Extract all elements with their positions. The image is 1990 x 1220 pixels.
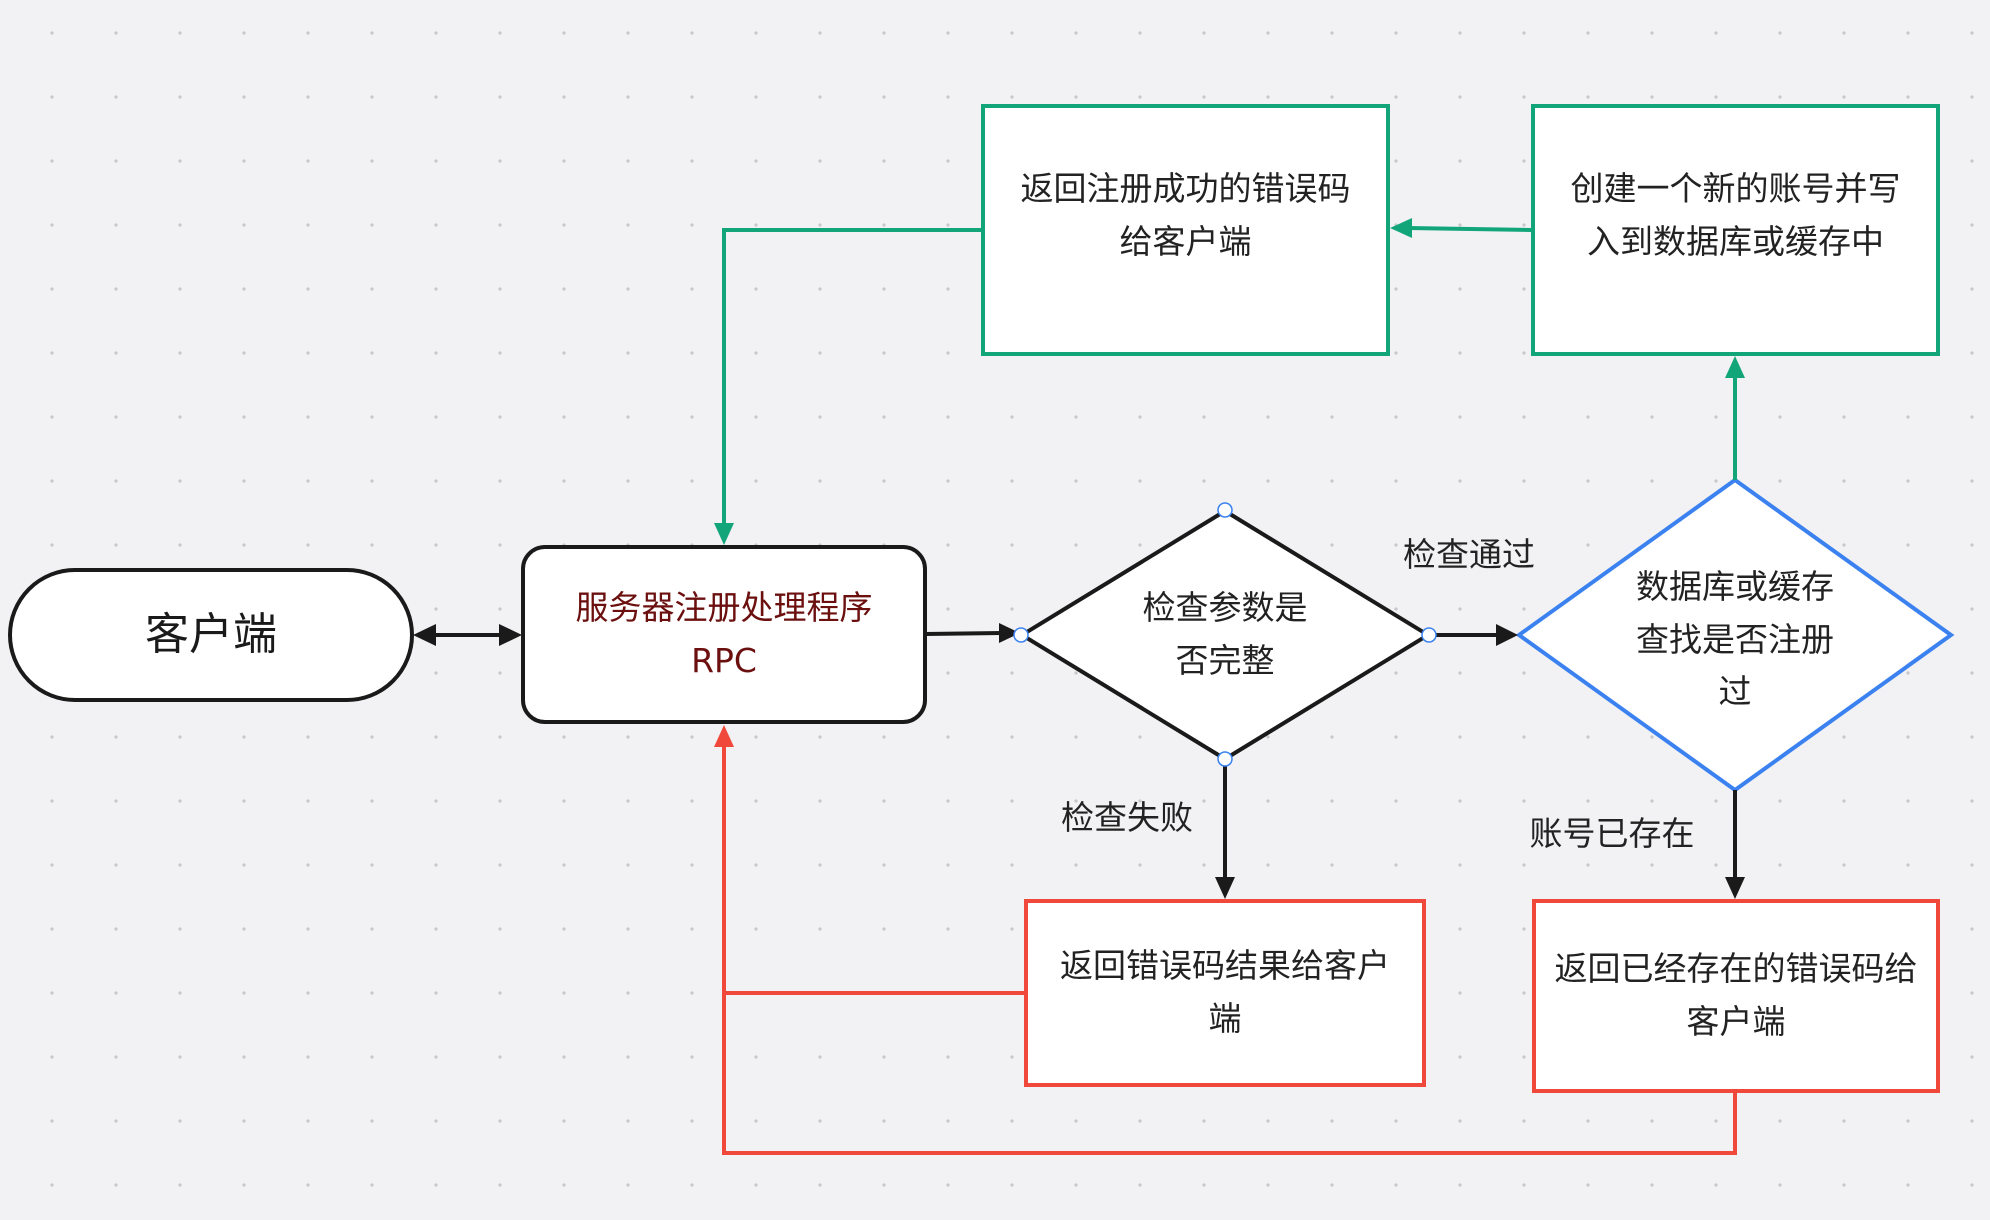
- db-lookup-line3: 过: [1718, 672, 1752, 712]
- db-lookup-label: 数据库或缓存 查找是否注册 过: [1585, 540, 1885, 740]
- client-node[interactable]: [8, 568, 414, 702]
- create-account-line2: 入到数据库或缓存中: [1587, 222, 1884, 261]
- check-params-line2: 否完整: [1175, 641, 1275, 680]
- return-success-line2: 给客户端: [1119, 222, 1252, 261]
- arrowhead: [1215, 877, 1235, 899]
- edge-label-check-passed: 检查通过: [1403, 535, 1535, 574]
- server-node[interactable]: [521, 545, 927, 724]
- server-label-line1: 服务器注册处理程序: [575, 587, 873, 627]
- db-lookup-line1: 数据库或缓存: [1636, 566, 1834, 606]
- arrowhead: [714, 523, 734, 545]
- arrowhead: [1496, 624, 1518, 646]
- arrowhead: [1725, 877, 1745, 899]
- return-error-line1: 返回错误码结果给客户: [1060, 946, 1390, 986]
- edge-success-to-server[interactable]: [722, 228, 982, 527]
- server-label-line2: RPC: [691, 640, 757, 680]
- arrowhead: [1725, 356, 1745, 378]
- edge-exists-to-server[interactable]: [722, 744, 1737, 1155]
- create-account-label: 创建一个新的账号并写 入到数据库或缓存中: [1533, 106, 1938, 354]
- edge-label-account-exists: 账号已存在: [1529, 814, 1695, 853]
- return-error-label: 返回错误码结果给客户 端: [1026, 901, 1424, 1085]
- return-exists-line1: 返回已经存在的错误码给: [1554, 949, 1918, 989]
- check-params-label: 检查参数是 否完整: [1080, 560, 1370, 710]
- create-account-line1: 创建一个新的账号并写: [1570, 169, 1901, 209]
- edge-server-check[interactable]: [924, 631, 1003, 636]
- return-error-node[interactable]: [1024, 899, 1426, 1087]
- edge-label-check-failed: 检查失败: [1061, 798, 1193, 837]
- connection-handle-left[interactable]: [1013, 627, 1029, 643]
- return-success-label: 返回注册成功的错误码 给客户端: [983, 106, 1388, 354]
- connection-handle-bottom[interactable]: [1217, 751, 1233, 767]
- connection-handle-top[interactable]: [1217, 502, 1233, 518]
- return-success-line1: 返回注册成功的错误码: [1020, 169, 1351, 209]
- check-params-line1: 检查参数是: [1142, 588, 1308, 628]
- db-lookup-line2: 查找是否注册: [1636, 619, 1834, 659]
- client-label: 客户端: [10, 570, 412, 700]
- return-exists-label: 返回已经存在的错误码给 客户端: [1534, 901, 1938, 1091]
- arrowhead: [714, 725, 734, 747]
- arrowhead-right: [499, 624, 522, 646]
- return-exists-line2: 客户端: [1686, 1002, 1786, 1041]
- return-exists-node[interactable]: [1532, 899, 1940, 1093]
- arrowhead-left: [413, 624, 436, 646]
- return-success-node[interactable]: [981, 104, 1390, 356]
- client-label-text: 客户端: [145, 608, 277, 660]
- arrowhead: [1390, 218, 1412, 238]
- connection-handle-right[interactable]: [1421, 627, 1437, 643]
- return-error-line2: 端: [1208, 999, 1242, 1038]
- arrowhead: [999, 623, 1020, 643]
- edge-create-success[interactable]: [1407, 226, 1533, 232]
- server-label: 服务器注册处理程序 RPC: [523, 547, 925, 722]
- create-account-node[interactable]: [1531, 104, 1940, 356]
